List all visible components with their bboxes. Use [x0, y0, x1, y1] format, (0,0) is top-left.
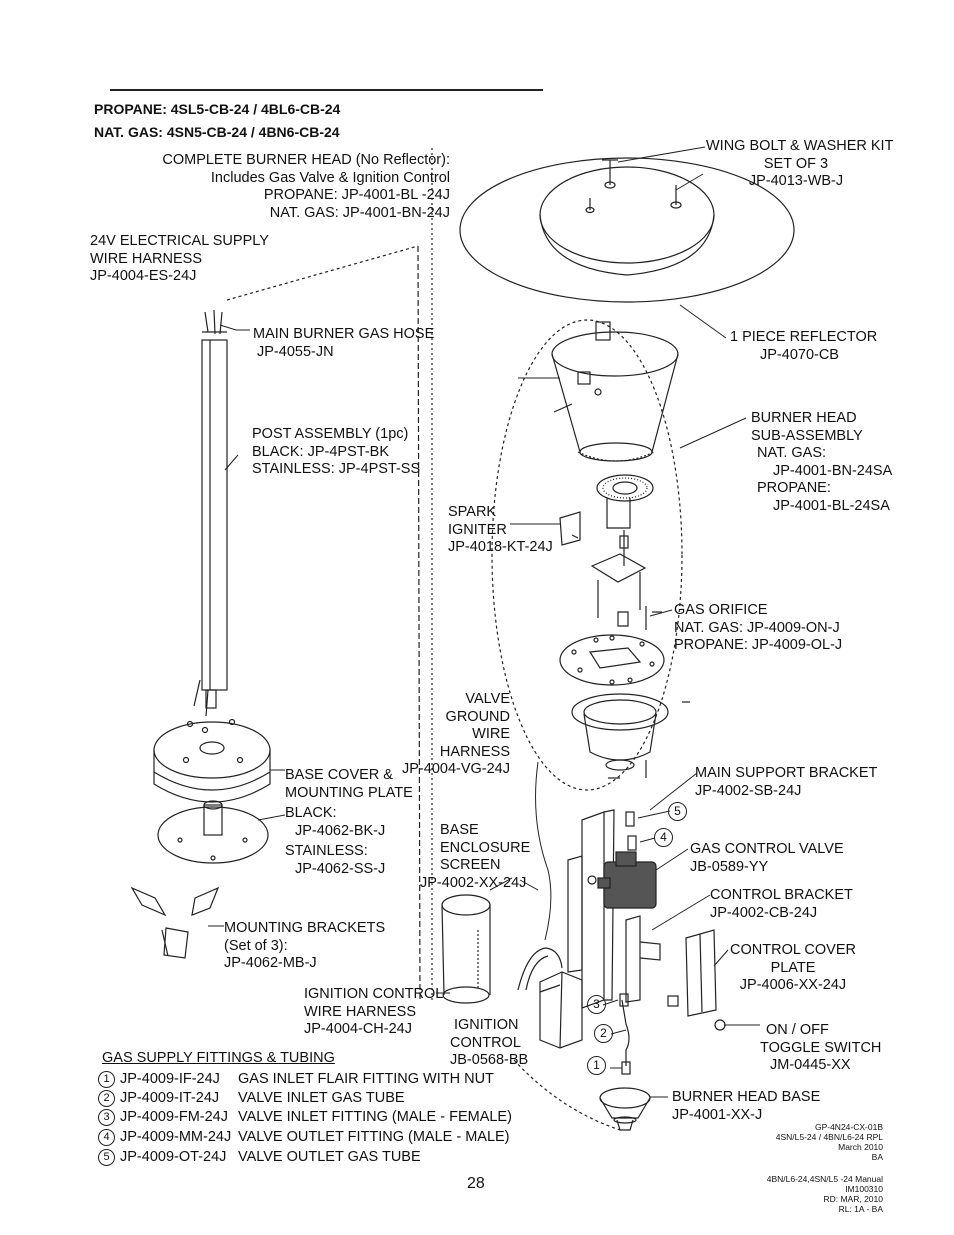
label-reflector: 1 PIECE REFLECTOR JP-4070-CB	[730, 329, 878, 363]
burner-base-drawing	[599, 1087, 651, 1131]
label-control-bracket: CONTROL BRACKET JP-4002-CB-24J	[710, 887, 853, 921]
enclosure-screen-drawing	[441, 894, 491, 1004]
fitting-number: 3	[98, 1109, 115, 1126]
gasket-drawing	[559, 634, 665, 686]
gas-valve-drawing	[597, 851, 657, 909]
callout-4: 4	[654, 828, 673, 847]
label-burner-sub: BURNER HEAD SUB-ASSEMBLY NAT. GAS: JP-40…	[751, 410, 893, 514]
control-bracket-drawing	[625, 915, 661, 1003]
label-control-cover: CONTROL COVER PLATE JP-4006-XX-24J	[730, 942, 856, 993]
label-ignition-control: IGNITION CONTROL JB-0568-BB	[450, 1017, 529, 1068]
manual-reference: 4BN/L6-24,4SN/L5 -24 Manual IM100310 RD:…	[766, 1174, 883, 1214]
fitting-desc: VALVE INLET FITTING (MALE - FEMALE)	[238, 1109, 512, 1125]
label-main-support: MAIN SUPPORT BRACKET JP-4002-SB-24J	[695, 765, 878, 799]
fitting-desc: VALVE OUTLET GAS TUBE	[238, 1149, 421, 1165]
fitting-code: JP-4009-FM-24J	[120, 1109, 228, 1125]
model-natgas: NAT. GAS: 4SN5-CB-24 / 4BN6-CB-24	[94, 124, 340, 140]
support-bracket-drawing	[567, 809, 615, 1009]
fittings-title: GAS SUPPLY FITTINGS & TUBING	[102, 1050, 335, 1066]
label-post-assembly: POST ASSEMBLY (1pc) BLACK: JP-4PST-BK ST…	[252, 426, 421, 477]
model-propane: PROPANE: 4SL5-CB-24 / 4BL6-CB-24	[94, 101, 341, 117]
label-base-enclosure: BASE ENCLOSURE SCREEN JP-4002-XX-24J	[420, 822, 531, 891]
label-gas-control-valve: GAS CONTROL VALVE JB-0589-YY	[690, 841, 844, 875]
base-cover-drawing	[153, 718, 271, 803]
burner-plate-drawing	[559, 474, 654, 618]
fitting-code: JP-4009-IF-24J	[120, 1071, 220, 1087]
label-burner-base: BURNER HEAD BASE JP-4001-XX-J	[672, 1089, 821, 1123]
fitting-code: JP-4009-MM-24J	[120, 1129, 232, 1145]
fitting-number: 1	[98, 1071, 115, 1088]
page-number: 28	[467, 1175, 485, 1192]
fitting-code: JP-4009-IT-24J	[120, 1090, 220, 1106]
control-cover-drawing	[685, 929, 717, 1017]
label-ignition-harness: IGNITION CONTROL WIRE HARNESS JP-4004-CH…	[304, 986, 444, 1037]
fitting-desc: VALVE INLET GAS TUBE	[238, 1090, 405, 1106]
post-drawing	[193, 309, 228, 717]
fitting-number: 4	[98, 1129, 115, 1146]
leader-lines	[208, 146, 760, 1098]
label-mounting-brackets: MOUNTING BRACKETS (Set of 3): JP-4062-MB…	[224, 920, 386, 971]
label-electrical-supply: 24V ELECTRICAL SUPPLY WIRE HARNESS JP-40…	[90, 233, 269, 284]
callout-2: 2	[594, 1024, 613, 1043]
label-base-cover: BASE COVER & MOUNTING PLATE BLACK: JP-40…	[285, 767, 413, 877]
label-burner-complete: COMPLETE BURNER HEAD (No Reflector): Inc…	[162, 152, 450, 221]
ground-wire	[535, 761, 552, 941]
fitting-desc: GAS INLET FLAIR FITTING WITH NUT	[238, 1071, 494, 1087]
reflector-drawing	[459, 157, 795, 303]
base-bowl-drawing	[571, 693, 669, 779]
mounting-plate-drawing	[157, 800, 269, 864]
label-spark-igniter: SPARK IGNITER JP-4018-KT-24J	[448, 504, 553, 555]
drawing-reference: GP-4N24-CX-01B 4SN/L5-24 / 4BN/L6-24 RPL…	[775, 1122, 883, 1162]
orifice-drawing	[617, 606, 662, 630]
callout-3: 3	[587, 995, 606, 1014]
burner-head-drawing	[551, 321, 679, 462]
fitting-number: 2	[98, 1090, 115, 1107]
label-wing-bolt: WING BOLT & WASHER KIT SET OF 3 JP-4013-…	[706, 138, 894, 189]
fitting-code: JP-4009-OT-24J	[120, 1149, 227, 1165]
callout-1: 1	[587, 1056, 606, 1075]
fitting-desc: VALVE OUTLET FITTING (MALE - MALE)	[238, 1129, 510, 1145]
fitting-number: 5	[98, 1149, 115, 1166]
label-gas-orifice: GAS ORIFICE NAT. GAS: JP-4009-ON-J PROPA…	[674, 602, 843, 653]
ignition-control-drawing	[539, 971, 583, 1049]
label-valve-ground: VALVE GROUND WIRE HARNESS JP-4004-VG-24J	[402, 691, 510, 777]
callout-5: 5	[668, 802, 687, 821]
burner-subassembly-outline	[491, 319, 683, 791]
label-gas-hose: MAIN BURNER GAS HOSE JP-4055-JN	[253, 326, 435, 360]
mounting-brackets-drawing	[130, 886, 220, 959]
label-toggle-switch: ON / OFF TOGGLE SWITCH JM-0445-XX	[760, 1022, 882, 1073]
